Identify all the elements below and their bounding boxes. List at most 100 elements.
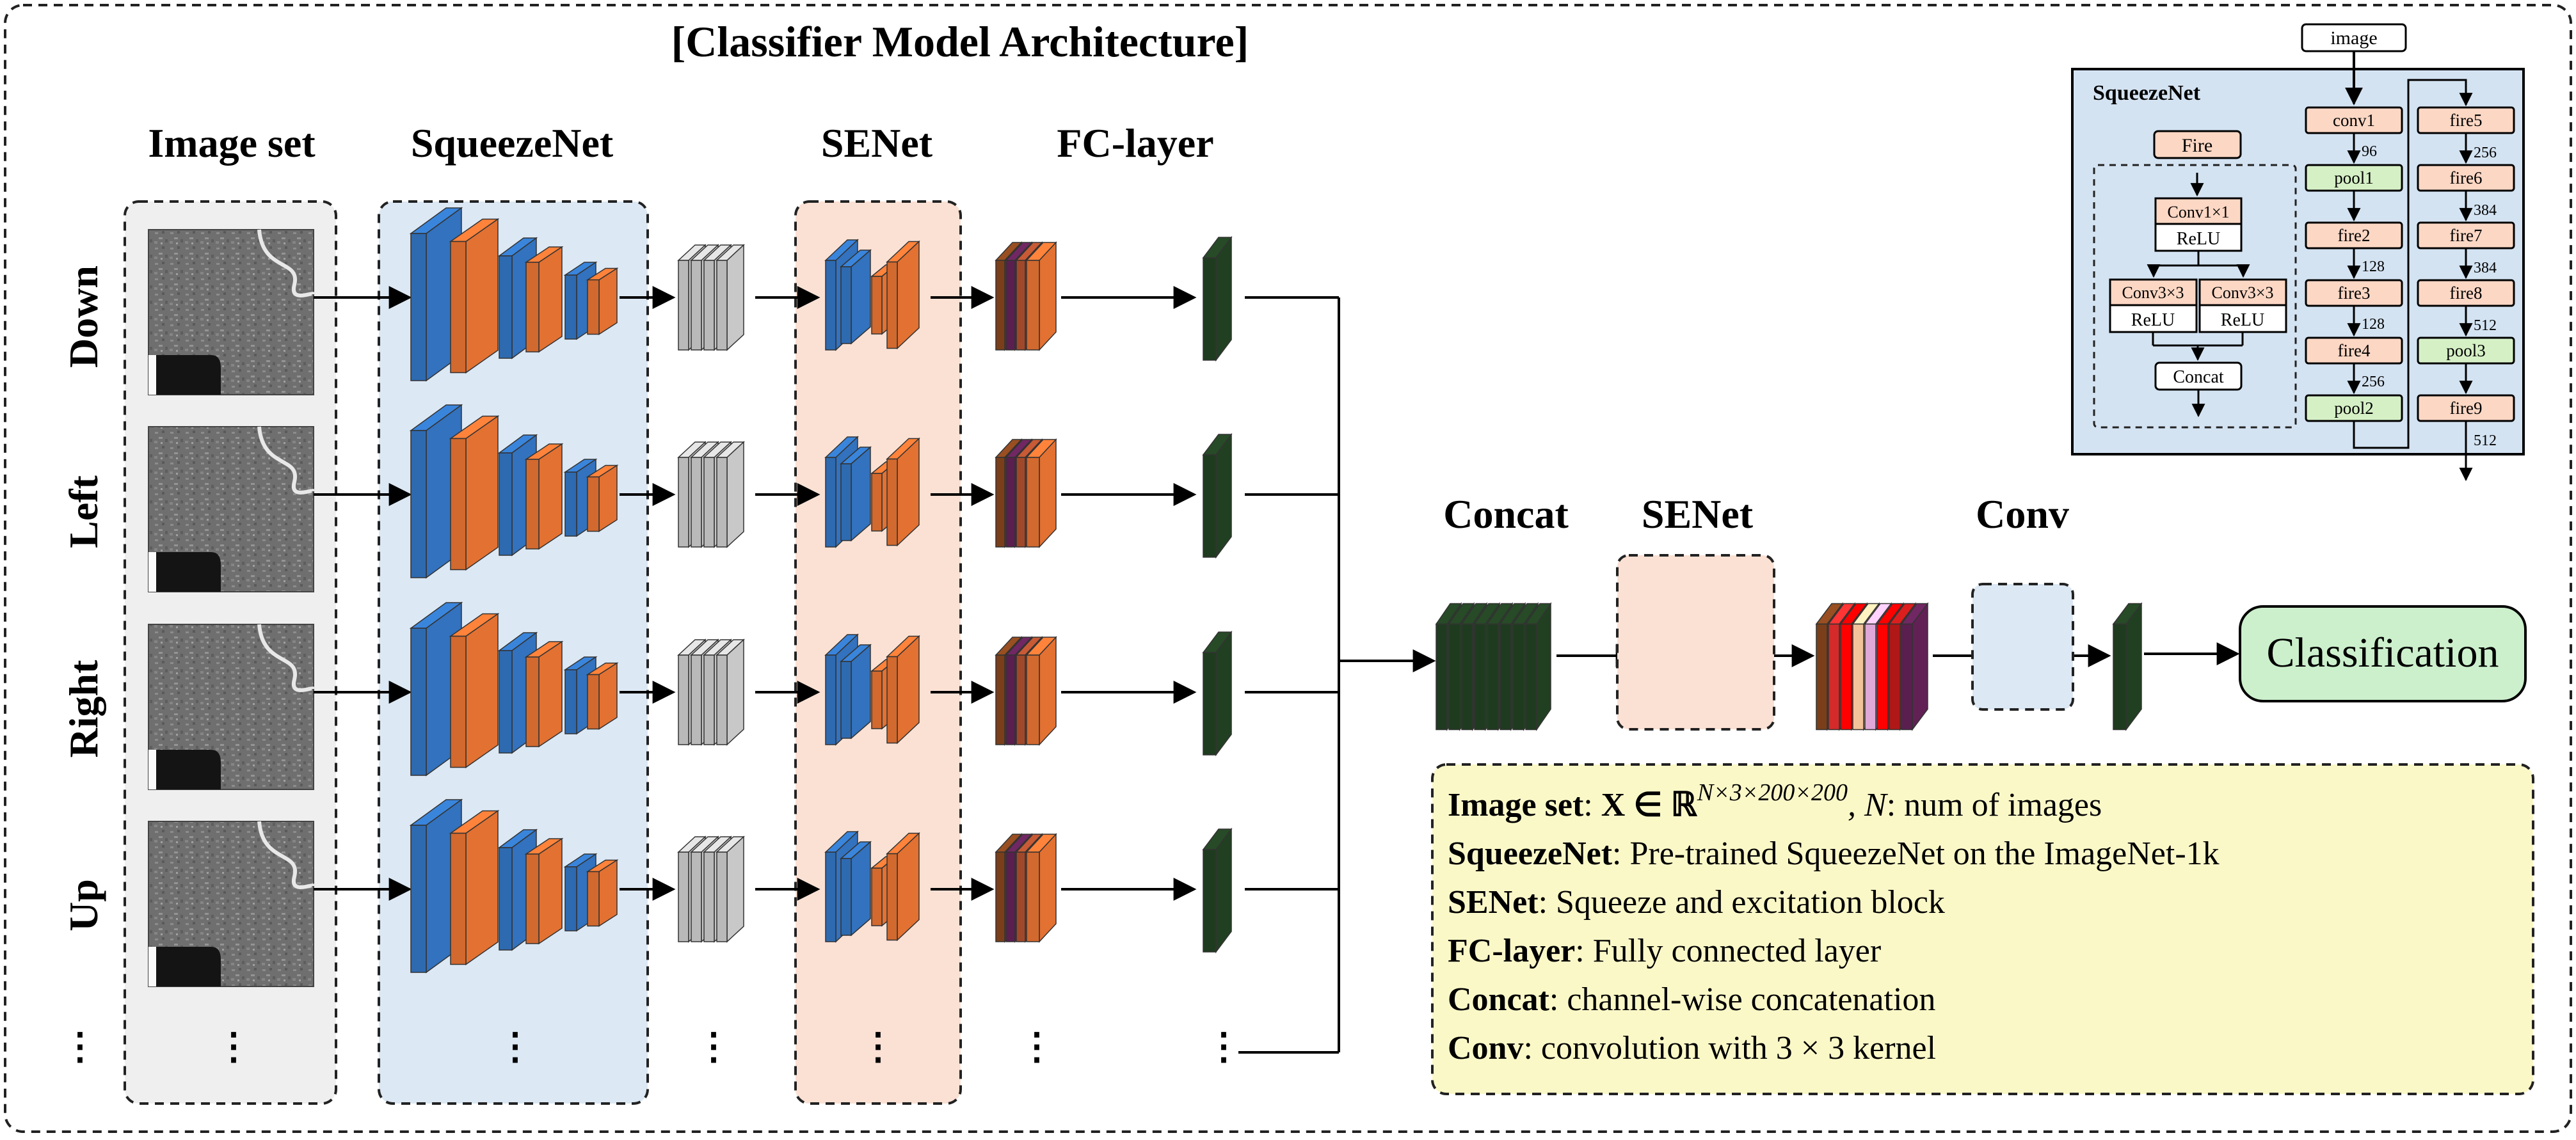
fire-expand-right-relu: ReLU	[2221, 310, 2264, 330]
fire-label-box	[2153, 130, 2242, 159]
fc-layer-block	[995, 636, 1057, 746]
inset-node-pool3-label: pool3	[2446, 341, 2486, 360]
attention-maps-block	[1815, 602, 1929, 731]
fire-expand-left-relu: ReLU	[2131, 310, 2175, 330]
senet-block	[824, 633, 920, 746]
inset-node-fire3-label: fire3	[2338, 283, 2371, 303]
layer-slab	[449, 810, 500, 965]
layer-slab	[524, 443, 564, 550]
inset-node-fire8-label: fire8	[2450, 283, 2483, 303]
squeezenet-block	[409, 207, 619, 382]
legend-text: : convolution with 3 × 3 kernel	[1523, 1030, 1936, 1066]
inset-node-fire4-label: fire4	[2338, 341, 2371, 360]
fc-layer-block	[995, 241, 1057, 351]
fire-expand-right-label: Conv3×3	[2211, 283, 2273, 302]
layer-slab	[716, 441, 745, 548]
inset-channel-count: 384	[2474, 260, 2497, 276]
inset-node-conv1: conv1	[2305, 106, 2403, 134]
header-image-set: Image set	[148, 120, 316, 166]
classification-box	[2239, 605, 2527, 702]
fire-concat-label: Concat	[2173, 367, 2224, 387]
fc-output-vector	[1202, 432, 1233, 559]
branch-row-right	[148, 601, 1233, 790]
layer-slab	[449, 613, 500, 768]
fc-layer-block	[995, 833, 1057, 943]
layer-slab	[839, 249, 872, 345]
layer-slab	[586, 859, 619, 927]
branch-row-up	[148, 798, 1233, 987]
layer-slab	[1025, 241, 1057, 351]
inset-channel-count: 512	[2474, 317, 2497, 334]
branch-row-left	[148, 404, 1233, 592]
legend-math-b: , N	[1848, 787, 1889, 823]
inset-channel-count: 128	[2362, 316, 2385, 333]
layer-slab	[839, 644, 872, 740]
inset-input-label: image	[2330, 28, 2377, 49]
layer-slab	[1900, 602, 1929, 731]
layer-slab	[1025, 636, 1057, 746]
layer-slab	[586, 464, 619, 532]
inset-node-pool1-label: pool1	[2334, 168, 2374, 187]
inset-node-pool1: pool1	[2305, 164, 2403, 192]
inset-title: SqueezeNet	[2093, 81, 2201, 105]
input-image	[148, 624, 316, 790]
legend-term: FC-layer	[1448, 933, 1575, 969]
inset-channel-count: 256	[2362, 374, 2385, 390]
layer-slab	[524, 246, 564, 353]
inset-node-fire5-label: fire5	[2450, 111, 2483, 130]
legend-list: Image set: X ∈ ℝN×3×200×200, N: num of i…	[1448, 779, 2220, 1066]
ellipsis-squeezenet: ⋮	[497, 1025, 534, 1067]
layer-slab	[449, 415, 500, 571]
layer-slab	[586, 267, 619, 335]
layer-slab	[1524, 602, 1552, 731]
fire-expand-left-label: Conv3×3	[2122, 283, 2184, 302]
inset-channel-count: 384	[2474, 202, 2497, 219]
ellipsis-fc-output: ⋮	[1205, 1025, 1242, 1067]
fire-squeeze-label: Conv1×1	[2167, 203, 2229, 221]
inset-node-fire7: fire7	[2417, 221, 2515, 249]
classification-label: Classification	[2267, 629, 2499, 676]
inset-layer-stack: conv1pool1fire2fire3fire4pool29612812825…	[2305, 79, 2515, 482]
inset-node-fire3: fire3	[2305, 279, 2403, 307]
header-conv: Conv	[1976, 491, 2069, 537]
inset-node-fire8: fire8	[2417, 279, 2515, 307]
layer-slab	[586, 662, 619, 730]
legend-text: : channel-wise concatenation	[1549, 981, 1936, 1018]
inset-node-fire9-label: fire9	[2450, 399, 2483, 418]
row-label-left: Left	[61, 475, 106, 548]
layer-slab	[524, 837, 564, 945]
legend-item-conv: Conv: convolution with 3 × 3 kernel	[1448, 1030, 1936, 1066]
squeezenet-block	[409, 601, 619, 777]
concat-block	[1435, 602, 1552, 731]
layer-slab	[1025, 833, 1057, 943]
row-label-up: Up	[61, 879, 106, 931]
layer-slab	[886, 635, 920, 745]
legend-item-fc-layer: FC-layer: Fully connected layer	[1448, 933, 1881, 969]
input-image	[148, 821, 316, 987]
header-fc-layer: FC-layer	[1057, 120, 1213, 166]
header-senet-2: SENet	[1642, 491, 1754, 537]
ellipsis-fc: ⋮	[1018, 1025, 1055, 1067]
ellipsis-gap: ⋮	[695, 1025, 732, 1067]
ellipsis-senet: ⋮	[860, 1025, 897, 1067]
squeezenet-block	[409, 798, 619, 974]
feature-maps	[677, 441, 745, 548]
inset-channel-count: 512	[2474, 432, 2497, 449]
squeezenet-inset: SqueezeNet image Fire Conv1×1 ReLU Conv3…	[2071, 23, 2525, 482]
legend-box	[1431, 763, 2534, 1095]
squeezenet-block	[409, 404, 619, 579]
branch-row-down	[148, 207, 1233, 395]
legend-item-image-set: Image set: X ∈ ℝN×3×200×200, N: num of i…	[1448, 779, 2102, 823]
inset-node-pool3: pool3	[2417, 336, 2515, 365]
input-image	[148, 229, 316, 395]
legend-item-squeezenet: SqueezeNet: Pre-trained SqueezeNet on th…	[1448, 835, 2220, 872]
feature-maps	[677, 638, 745, 746]
inset-channel-count: 128	[2362, 258, 2385, 275]
inset-channel-count: 256	[2474, 145, 2497, 161]
legend-text: : num of images	[1887, 787, 2102, 823]
outer-frame	[4, 4, 2572, 1133]
row-label-right: Right	[61, 660, 106, 758]
inset-node-fire6: fire6	[2417, 164, 2515, 192]
fire-label: Fire	[2182, 135, 2212, 156]
